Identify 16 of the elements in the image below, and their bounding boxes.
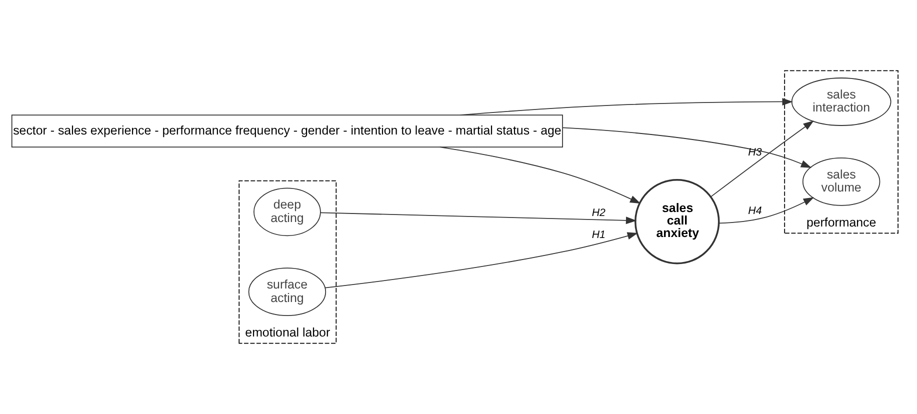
arrow — [320, 212, 637, 224]
node-box: sector - sales experience - performance frequency - gender - intention to leave - martial status - age — [11, 114, 563, 148]
node-ellipse: surface acting — [248, 268, 326, 316]
node-ellipse: sales interaction — [791, 78, 892, 126]
arrow — [710, 120, 814, 198]
node-circle: sales call anxiety — [634, 179, 720, 264]
edge-label: H4 — [748, 205, 762, 218]
edge-label: H2 — [592, 206, 606, 219]
arrow — [460, 98, 793, 116]
arrow — [439, 146, 641, 204]
edge-label: H1 — [592, 229, 606, 242]
arrow — [718, 197, 814, 224]
arrow — [324, 232, 638, 288]
edge-label: H3 — [748, 146, 762, 159]
node-ellipse: deep acting — [254, 188, 321, 236]
arrow — [562, 127, 812, 168]
